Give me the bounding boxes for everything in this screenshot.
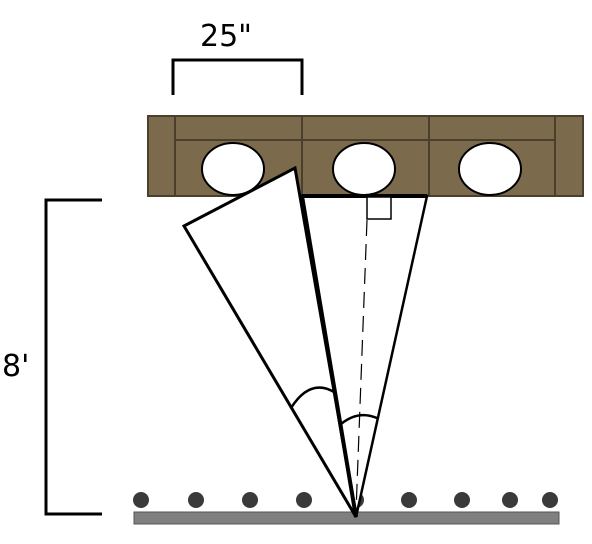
floor-dot: [188, 492, 204, 508]
floor-dot: [242, 492, 258, 508]
shelf-hole: [332, 142, 396, 196]
right-angle-marker: [366, 196, 392, 220]
shelf-rack: [147, 115, 584, 197]
height-dimension-bracket: [44, 198, 102, 516]
tilted-angle-arc: [289, 386, 335, 409]
height-dimension-label: 8': [2, 349, 29, 384]
shelf-hole: [201, 142, 265, 196]
center-dashed-line: [355, 219, 368, 513]
floor-dot: [502, 492, 518, 508]
floor-dot: [542, 492, 558, 508]
width-dimension-bracket: [171, 58, 304, 95]
upright-triangle-left-edge: [300, 195, 358, 518]
width-dimension-label: 25": [200, 19, 252, 54]
floor-dot: [401, 492, 417, 508]
floor-bar: [133, 511, 560, 525]
upright-angle-arc: [340, 413, 378, 425]
floor-dot: [454, 492, 470, 508]
floor-dot: [133, 492, 149, 508]
shelf-hole: [458, 142, 522, 196]
floor-dot: [296, 492, 312, 508]
